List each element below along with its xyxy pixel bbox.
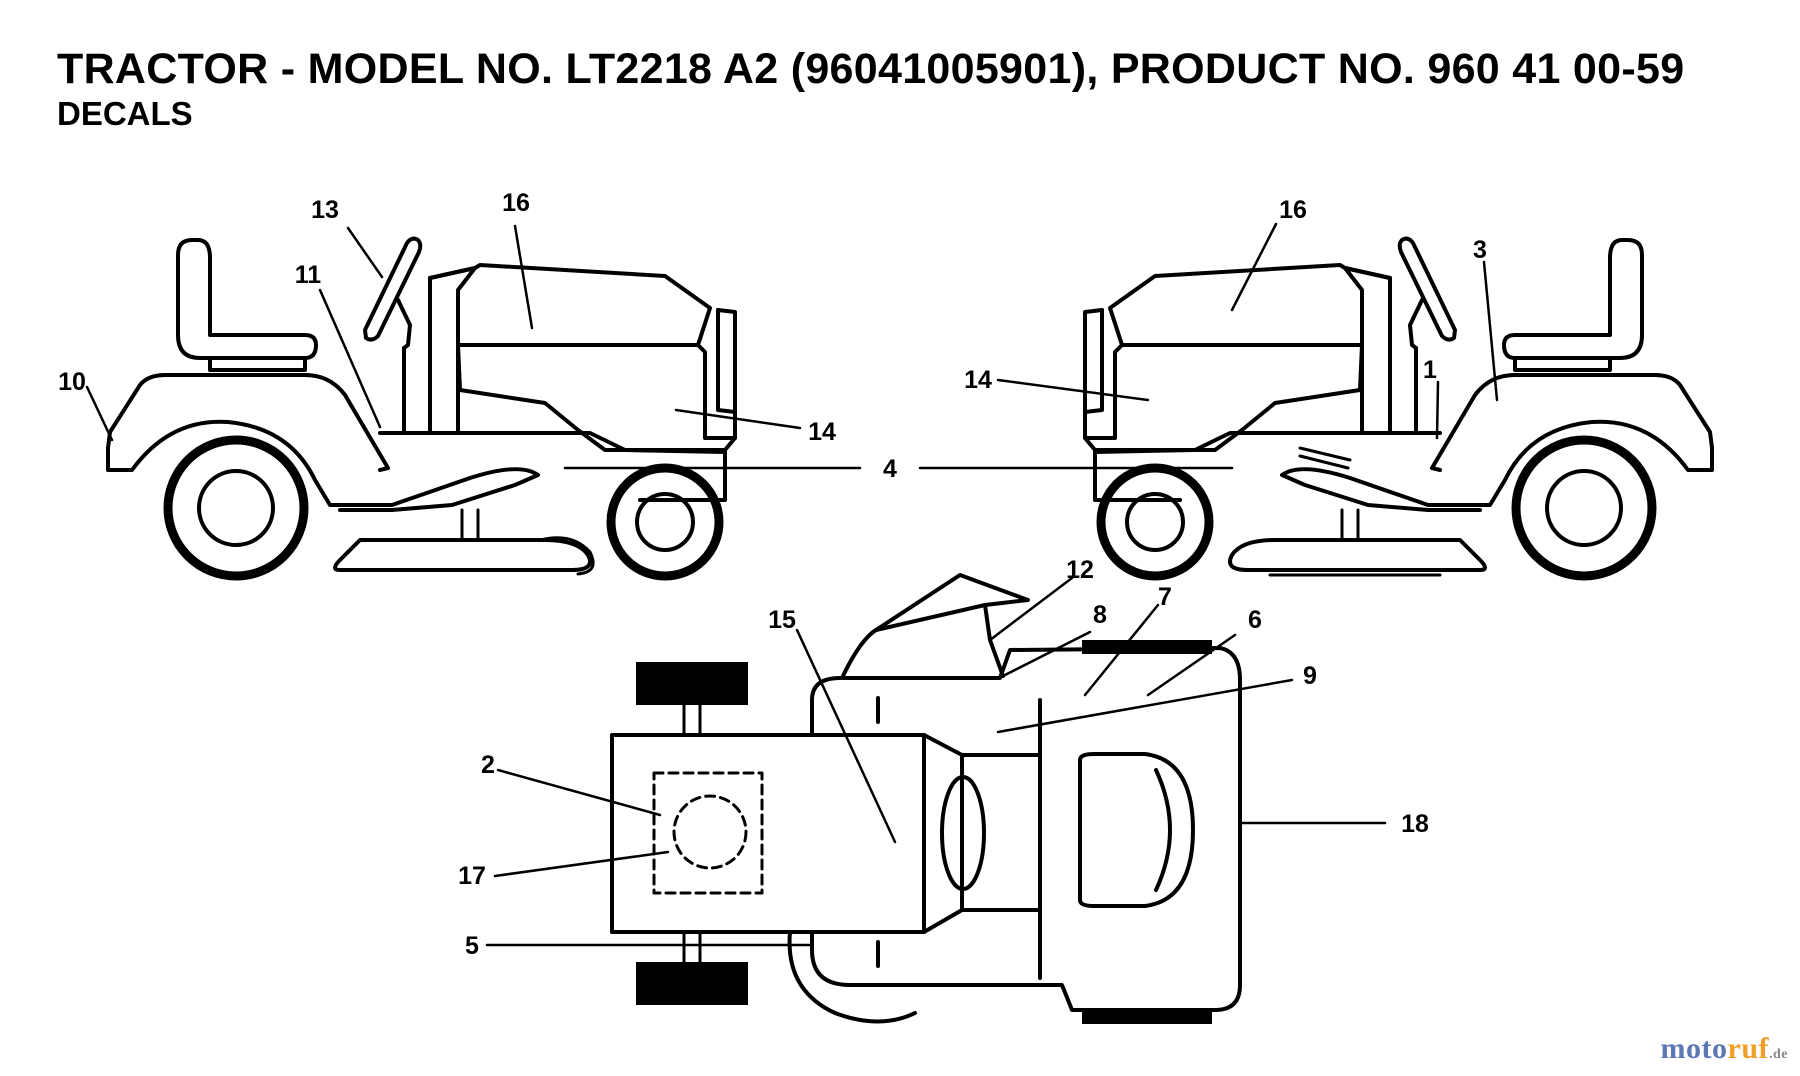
callout-13: 13	[311, 196, 339, 224]
mower-deck-right	[1228, 538, 1487, 572]
callout-14-right: 14	[964, 366, 992, 394]
seat-right	[1502, 238, 1644, 360]
watermark-logo: motoruf.de	[1660, 1032, 1788, 1065]
callout-17: 17	[458, 862, 486, 890]
callout-14-left: 14	[808, 418, 836, 446]
rear-fender-right	[1430, 373, 1714, 472]
tractor-left-side-view	[85, 224, 862, 581]
front-wheel-top-upper	[636, 662, 748, 705]
front-wheel-left	[606, 463, 724, 581]
callout-5: 5	[465, 932, 479, 960]
tractor-right-side-view	[918, 222, 1714, 581]
callout-8: 8	[1093, 601, 1107, 629]
seat-top	[1078, 752, 1195, 908]
leaders-top	[485, 576, 1387, 947]
callout-3: 3	[1473, 236, 1487, 264]
callout-11: 11	[295, 261, 322, 289]
callout-18: 18	[1401, 810, 1429, 838]
page-title: TRACTOR - MODEL NO. LT2218 A2 (960410059…	[57, 45, 1685, 93]
rear-wheel-right	[1511, 435, 1657, 581]
rear-wheel-top-lower	[1082, 1010, 1212, 1024]
tractor-top-view	[485, 573, 1387, 1024]
callout-labels: 1 2 3 4 5 6 7 8 9 10 11 12 13 14 14 15 1…	[58, 189, 1487, 960]
callout-7: 7	[1158, 583, 1172, 611]
callout-12: 12	[1066, 556, 1094, 584]
callout-10: 10	[58, 368, 86, 396]
rear-fender-left	[106, 373, 390, 472]
seat-left	[176, 238, 318, 360]
hood-top	[610, 733, 926, 934]
header: TRACTOR - MODEL NO. LT2218 A2 (960410059…	[57, 44, 1684, 134]
hood-left	[428, 263, 712, 347]
callout-16-left: 16	[502, 189, 530, 217]
callout-9: 9	[1303, 662, 1317, 690]
leaders-left	[85, 224, 862, 470]
steering-wheel-left	[363, 236, 423, 342]
callout-6: 6	[1248, 606, 1262, 634]
mower-deck-left	[333, 538, 592, 572]
front-wheel-top-lower	[636, 962, 748, 1005]
body-top	[810, 646, 1242, 1012]
page-subtitle: DECALS	[57, 95, 193, 132]
front-wheel-right	[1096, 463, 1214, 581]
callout-2: 2	[481, 751, 495, 779]
callout-16-right: 16	[1279, 196, 1307, 224]
rear-wheel-left	[163, 435, 309, 581]
callout-15: 15	[768, 606, 796, 634]
steering-wheel-right	[1397, 236, 1457, 342]
leaders-right	[918, 222, 1499, 470]
callout-4: 4	[883, 455, 897, 483]
callout-1: 1	[1423, 356, 1437, 384]
